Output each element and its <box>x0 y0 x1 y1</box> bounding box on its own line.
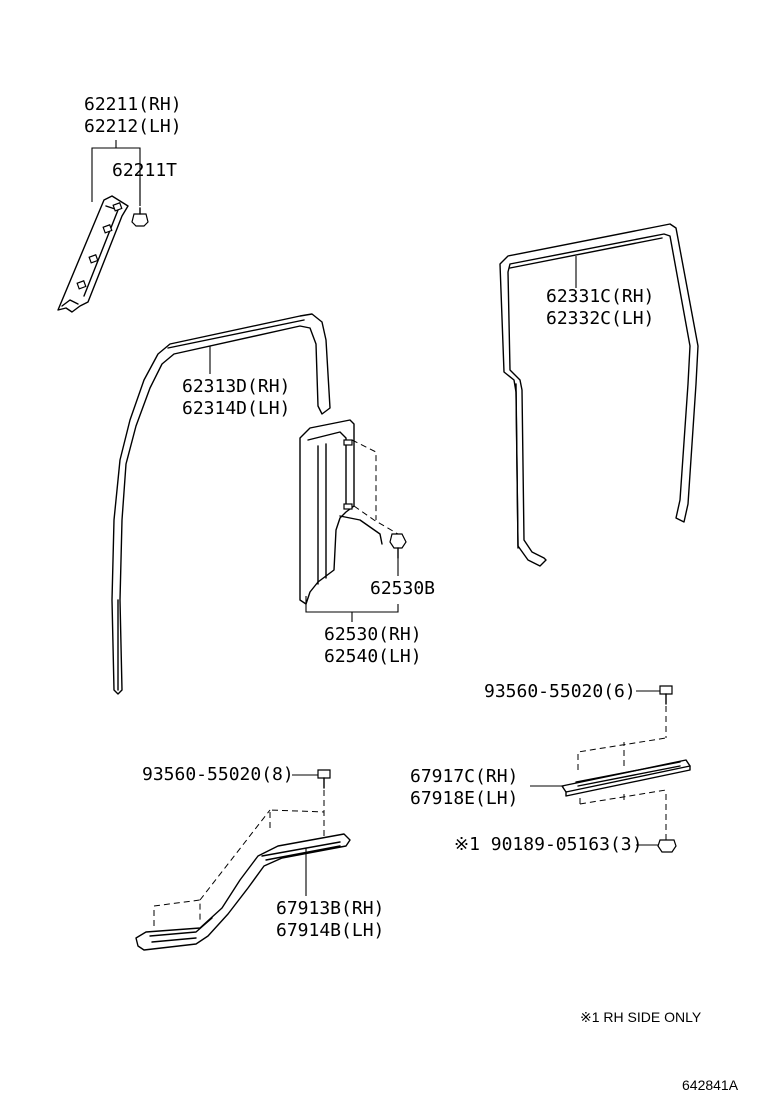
pillar-leader <box>91 140 141 206</box>
label-62211-rh: 62211(RH) <box>84 94 182 115</box>
center-pillar-garnish <box>299 419 383 605</box>
center-pillar-dashed-guides <box>351 439 399 535</box>
label-62211t: 62211T <box>112 160 177 181</box>
front-screw-icon <box>317 769 331 789</box>
label-62331c-rh: 62331C(RH) <box>546 286 654 307</box>
label-62314d-lh: 62314D(LH) <box>182 398 290 419</box>
footnote: ※1 RH SIDE ONLY <box>580 1009 702 1025</box>
label-62332c-lh: 62332C(LH) <box>546 308 654 329</box>
label-62530-rh: 62530(RH) <box>324 624 422 645</box>
label-screw-rear: 93560-55020(6) <box>484 681 636 702</box>
center-clip-62530b <box>389 533 407 559</box>
front-pillar-garnish <box>57 195 129 313</box>
label-67918e-lh: 67918E(LH) <box>410 788 518 809</box>
label-67913b-rh: 67913B(RH) <box>276 898 384 919</box>
label-screw-front: 93560-55020(8) <box>142 764 294 785</box>
label-clip-rear: ※1 90189-05163(3) <box>454 834 642 855</box>
label-62313d-rh: 62313D(RH) <box>182 376 290 397</box>
pillar-clip-62211t <box>131 207 149 227</box>
center-pillar-leader <box>305 596 399 622</box>
rear-scuff-dashed-guides <box>577 706 667 840</box>
rear-door-weatherstrip <box>499 223 699 567</box>
front-scuff-dashed-guides <box>153 790 325 926</box>
rear-clip-icon <box>657 839 677 853</box>
rear-scuff-plate <box>561 759 691 797</box>
label-67914b-lh: 67914B(LH) <box>276 920 384 941</box>
label-62540-lh: 62540(LH) <box>324 646 422 667</box>
diagram-id: 642841A <box>682 1077 739 1093</box>
label-62530b: 62530B <box>370 578 435 599</box>
label-62212-lh: 62212(LH) <box>84 116 182 137</box>
front-scuff-plate <box>135 833 351 951</box>
rear-screw-icon <box>659 685 673 705</box>
label-67917c-rh: 67917C(RH) <box>410 766 518 787</box>
front-door-weatherstrip <box>111 313 331 695</box>
